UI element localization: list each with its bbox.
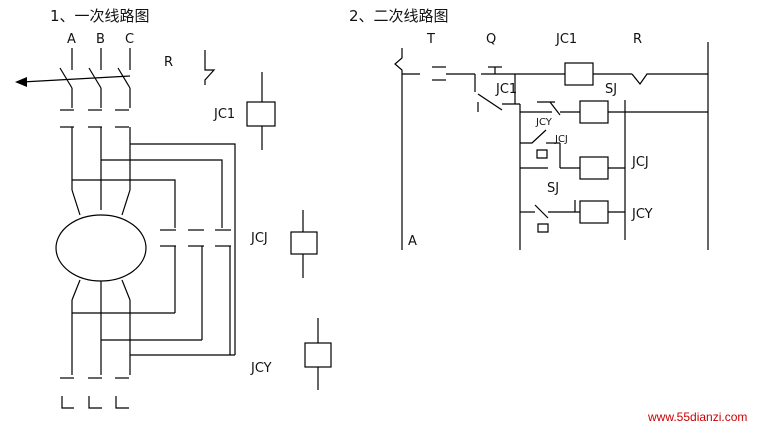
coil-jcy-symbol xyxy=(304,342,332,368)
lower-winding-leads xyxy=(71,279,131,375)
contact-row-bottom xyxy=(60,377,129,409)
coil-jc1-label: JC1 xyxy=(213,107,235,122)
secondary-circuit: T Q JC1 R JC1 SJ xyxy=(394,32,709,250)
phase-b-label: B xyxy=(96,32,105,47)
motor-feeders xyxy=(71,127,131,216)
interlock-down-arrow-icon xyxy=(537,223,549,233)
relay-r-label: R xyxy=(164,55,173,70)
jc1-coil-symbol xyxy=(564,62,594,86)
coil-jcy-label: JCY xyxy=(250,361,272,376)
label-q: Q xyxy=(486,32,496,47)
coil-jcj-label: JCJ xyxy=(250,231,268,246)
coil-jc1-symbol xyxy=(246,101,276,127)
watermark: www.55dianzi.com xyxy=(647,410,747,424)
motor-symbol xyxy=(55,214,147,282)
r-contact-symbol xyxy=(631,73,708,86)
label-a: A xyxy=(408,234,417,249)
label-jc1-contact: JC1 xyxy=(495,82,517,97)
left-bus xyxy=(394,48,403,250)
label-r: R xyxy=(633,32,642,47)
top-rung xyxy=(402,62,708,86)
interlock-up-arrow-icon xyxy=(536,149,548,159)
label-sj-top: SJ xyxy=(605,82,617,97)
label-t: T xyxy=(426,32,435,47)
phase-a-label: A xyxy=(67,32,76,47)
label-sj-mid: SJ xyxy=(547,181,559,196)
primary-circuit-title: 1、一次线路图 xyxy=(50,7,150,25)
phase-c-label: C xyxy=(125,32,134,47)
jcj-coil-symbol xyxy=(579,156,609,180)
label-jc1-coil: JC1 xyxy=(555,32,577,47)
sj-coil-symbol xyxy=(579,100,609,124)
coil-jcj-symbol xyxy=(290,231,318,255)
main-switch xyxy=(15,67,131,108)
branch-wiring xyxy=(72,143,236,356)
secondary-circuit-title: 2、二次线路图 xyxy=(349,7,449,25)
supply-lines xyxy=(71,48,131,70)
jcy-coil-symbol xyxy=(579,200,609,224)
label-jcy-contact: JCY xyxy=(535,117,553,128)
label-jcj-contact: JCJ xyxy=(554,134,568,145)
label-jcj-coil: JCJ xyxy=(631,155,649,170)
contact-row-1 xyxy=(60,109,129,128)
operating-arrow-icon xyxy=(15,77,27,87)
label-jcy-coil: JCY xyxy=(631,207,653,222)
primary-circuit: A B C xyxy=(15,32,332,409)
thermal-relay-symbol xyxy=(204,50,216,85)
